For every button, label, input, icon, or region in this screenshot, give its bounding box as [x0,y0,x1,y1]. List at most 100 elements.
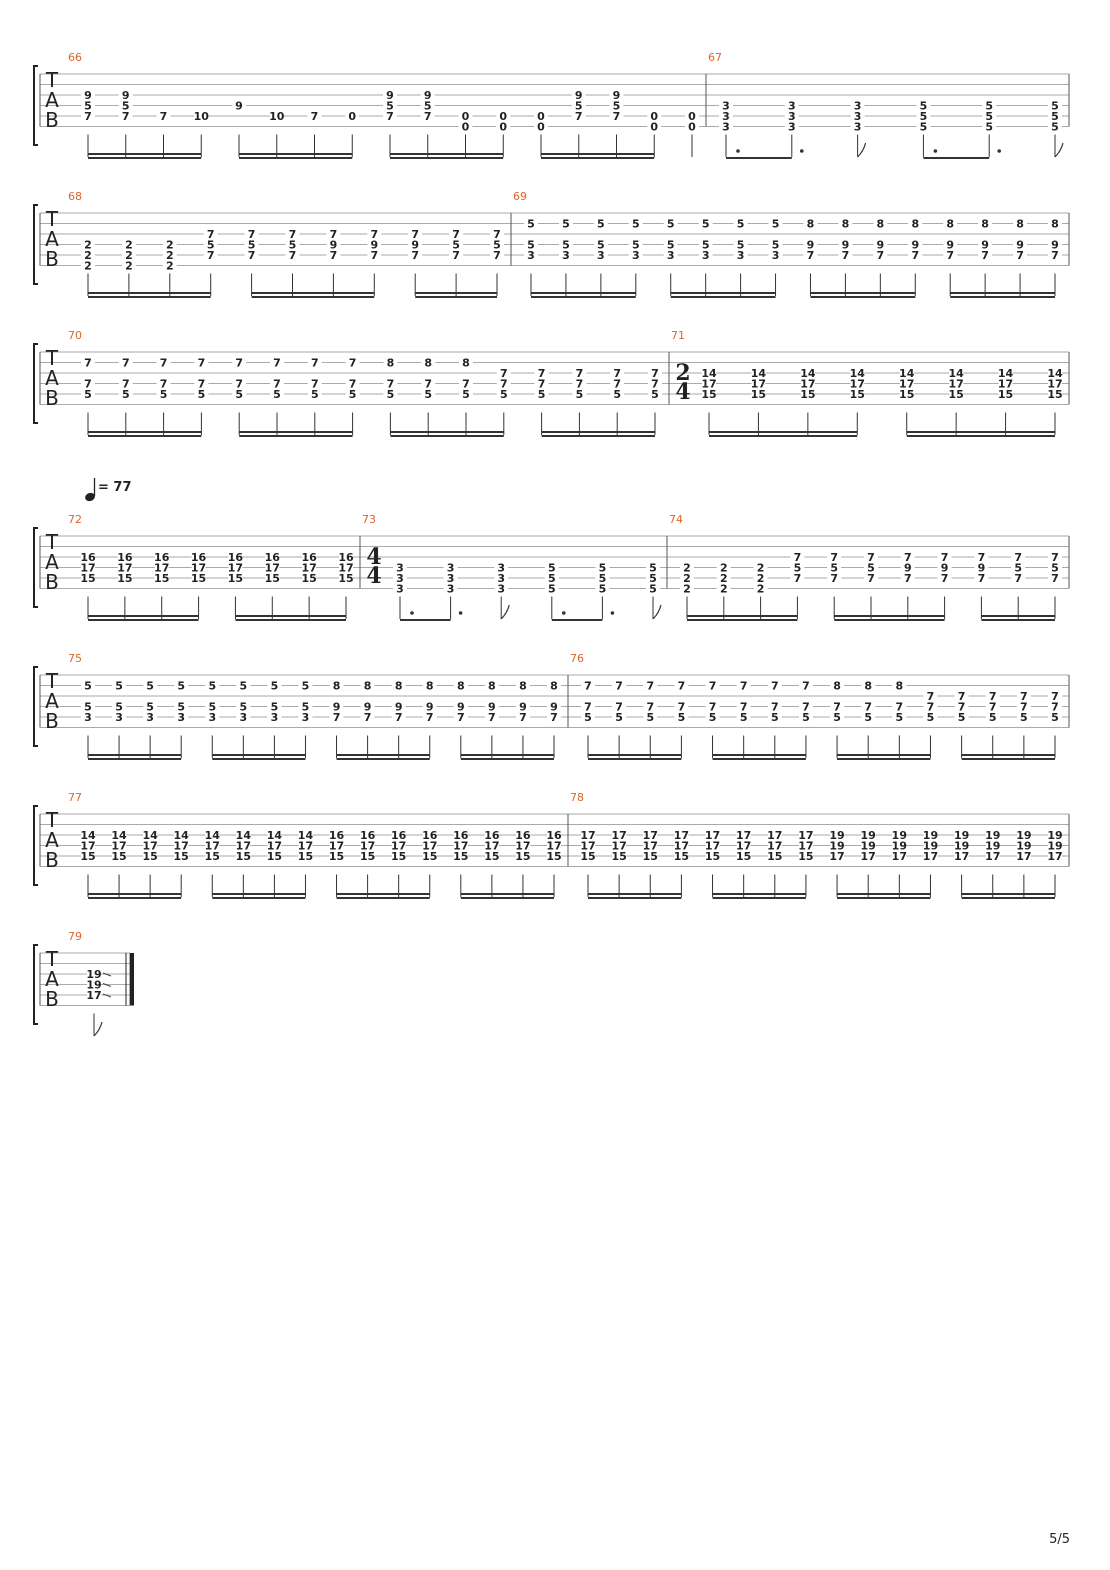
fret-backdrop [937,561,952,572]
fret-backdrop [203,228,218,238]
fret-backdrop [861,839,876,850]
beam [460,754,554,756]
fret-number: 17 [736,829,751,842]
fret-number: 7 [235,378,243,391]
fret-backdrop [923,839,938,850]
fret-number: 8 [519,680,527,693]
fret-number: 17 [674,840,689,853]
fret-backdrop [194,110,209,120]
fret-backdrop [1048,388,1062,398]
fret-number: 5 [599,572,607,585]
beam [981,619,1055,621]
fret-number: 15 [674,850,689,863]
fret-number: 15 [80,850,95,863]
fret-number: 7 [493,228,501,241]
beam [88,431,202,433]
beam [212,893,306,895]
fret-backdrop [864,551,878,561]
fret-backdrop [923,711,938,721]
fret-backdrop [767,700,782,711]
fret-number: 0 [499,121,507,134]
fret-backdrop [117,551,132,561]
fret-backdrop [547,679,561,690]
fret-backdrop [647,110,662,120]
fret-backdrop [162,238,177,249]
fret-backdrop [118,99,133,110]
measure-number: 66 [68,51,82,64]
fret-number: 8 [395,680,403,693]
fret-number: 5 [462,388,470,401]
fret-backdrop [191,551,206,561]
fret-backdrop [572,388,587,398]
fret-number: 9 [122,89,130,102]
fret-number: 15 [580,850,595,863]
fret-number: 7 [978,551,986,564]
rhythm-dot [736,149,740,153]
beam [336,893,430,895]
fret-number: 7 [207,228,215,241]
fret-backdrop [674,829,689,839]
fret-number: 16 [515,829,531,842]
fret-backdrop [285,238,300,249]
fret-number: 5 [527,218,535,231]
fret-backdrop [118,356,133,367]
fret-backdrop [302,551,317,561]
fret-number: 17 [422,840,437,853]
fret-backdrop [798,700,813,711]
fret-backdrop [581,679,595,690]
fret-number: 3 [854,110,862,123]
fret-number: 7 [678,680,686,693]
fret-number: 2 [720,583,728,596]
fret-backdrop [1048,690,1062,700]
fret-backdrop [267,829,282,839]
fret-number: 17 [329,840,344,853]
fret-number: 5 [867,562,875,575]
fret-number: 7 [289,249,297,262]
fret-number: 3 [667,249,675,262]
fret-number: 5 [702,239,710,252]
fret-number: 2 [166,260,174,273]
fret-backdrop [900,572,915,582]
fret-number: 17 [705,840,720,853]
fret-number: 7 [830,572,838,585]
fret-backdrop [143,839,158,850]
fret-number: 5 [678,711,686,724]
fret-number: 17 [236,840,251,853]
beam [981,615,1055,617]
fret-backdrop [383,377,398,388]
fret-number: 3 [722,121,730,134]
fret-backdrop [798,829,813,839]
beam [810,292,916,294]
fret-backdrop [643,679,658,690]
fret-number: 3 [447,562,455,575]
beam [950,296,1055,298]
fret-backdrop [767,850,782,860]
fret-backdrop [236,839,251,850]
fret-backdrop [784,99,799,110]
fret-backdrop [612,829,627,839]
fret-backdrop [383,99,397,110]
fret-number: 17 [360,840,375,853]
fret-number: 16 [360,829,376,842]
fret-number: 7 [273,357,281,370]
fret-number: 17 [829,850,844,863]
fret-number: 17 [985,850,1000,863]
fret-number: 17 [86,989,101,1002]
beam [239,157,353,159]
fret-number: 9 [386,89,394,102]
fret-backdrop [733,249,748,259]
fret-number: 17 [338,562,353,575]
rhythm-dot [610,611,615,615]
fret-number: 2 [720,572,728,585]
rhythm-dot [562,611,566,615]
fret-number: 9 [575,89,583,102]
fret-number: 9 [981,239,989,252]
fret-backdrop [937,551,952,561]
fret-number: 5 [1051,121,1059,134]
fret-number: 7 [424,110,432,123]
fret-number: 3 [737,249,745,262]
fret-backdrop [547,839,561,850]
fret-backdrop [329,839,344,850]
fret-backdrop [534,377,549,388]
fret-number: 17 [767,840,782,853]
